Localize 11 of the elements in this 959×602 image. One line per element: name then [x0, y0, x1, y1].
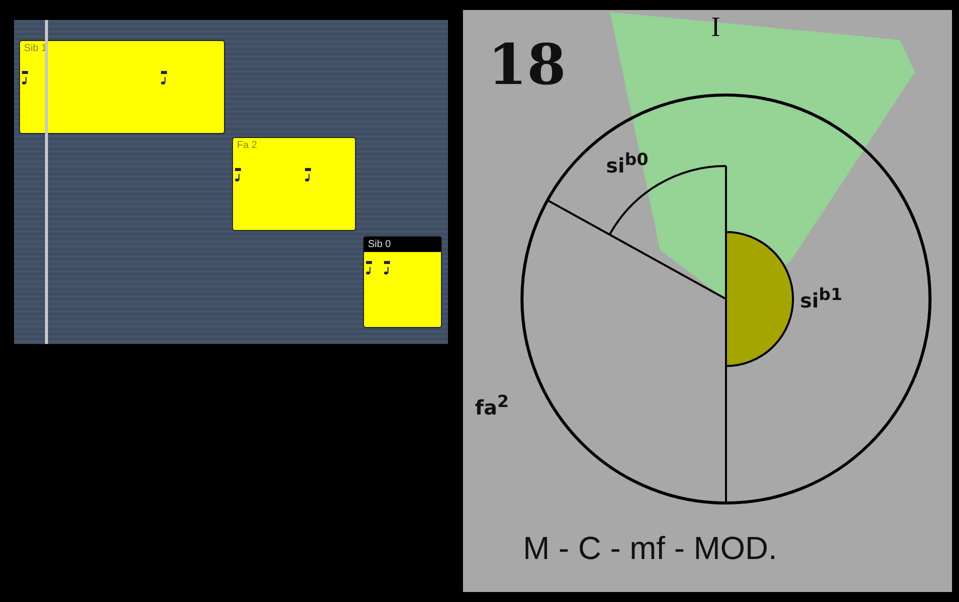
page-number: 18: [488, 32, 566, 98]
form-marking: M - C - mf - MOD.: [523, 530, 778, 567]
clip-block: [232, 137, 356, 231]
clip-title: Fa 2: [236, 139, 258, 153]
note-label: si$^{b1}$: [800, 285, 842, 313]
clip-block: [19, 40, 225, 134]
note-label: fa$^{2}$: [475, 392, 509, 420]
section-numeral: I: [711, 12, 720, 44]
note-label: si$^{b0}$: [606, 150, 648, 178]
clip-block: [363, 236, 442, 328]
clip-title: Sib 0: [364, 237, 441, 252]
